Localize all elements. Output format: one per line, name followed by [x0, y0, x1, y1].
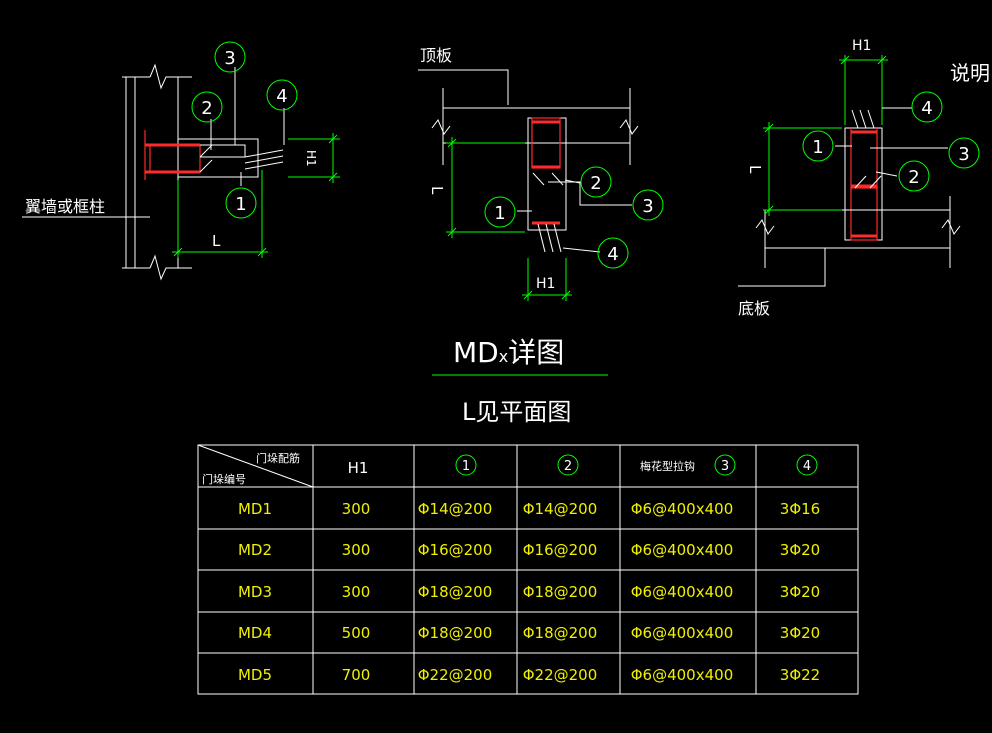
- corner-top: 门垛配筋: [256, 451, 300, 465]
- cell-rebar-4: 3Φ20: [780, 541, 820, 559]
- left-detail: 翼墙或框柱 3 2 4 1 L: [22, 41, 340, 281]
- cell-h1: 300: [342, 500, 371, 518]
- cell-id: MD3: [238, 583, 272, 601]
- cell-rebar-4: 3Φ16: [780, 500, 820, 518]
- table-row: MD4 500 Φ18@200 Φ18@200 Φ6@400x400 3Φ20: [238, 624, 820, 642]
- corner-bottom: 门垛编号: [202, 472, 246, 486]
- mid-callout-4: 4: [607, 244, 618, 265]
- cell-id: MD5: [238, 666, 272, 684]
- mid-callout-1: 1: [494, 203, 505, 224]
- cell-rebar-1: Φ22@200: [418, 666, 493, 684]
- cell-h1: 700: [342, 666, 371, 684]
- wall-label: 翼墙或框柱: [25, 197, 105, 216]
- cell-hook-3: Φ6@400x400: [631, 583, 734, 601]
- cell-rebar-2: Φ18@200: [523, 583, 598, 601]
- title-subtitle: L见平面图: [462, 398, 571, 426]
- header-hook: 梅花型拉钩: [640, 459, 695, 473]
- mid-callout-3: 3: [642, 196, 653, 217]
- cell-rebar-2: Φ16@200: [523, 541, 598, 559]
- cell-id: MD4: [238, 624, 272, 642]
- left-callout-2: 2: [201, 98, 212, 119]
- right-dim-H1: H1: [852, 38, 871, 54]
- cell-hook-3: Φ6@400x400: [631, 500, 734, 518]
- right-dim-L: L: [746, 165, 764, 174]
- table-row: MD2 300 Φ16@200 Φ16@200 Φ6@400x400 3Φ20: [238, 541, 820, 559]
- top-slab-label: 顶板: [420, 46, 452, 65]
- header-2: 2: [564, 459, 572, 474]
- table-row: MD3 300 Φ18@200 Φ18@200 Φ6@400x400 3Φ20: [238, 583, 820, 601]
- cell-h1: 300: [342, 583, 371, 601]
- title-main: MDx详图: [453, 336, 564, 369]
- header-4: 4: [803, 459, 811, 474]
- cell-rebar-2: Φ22@200: [523, 666, 598, 684]
- cell-rebar-4: 3Φ20: [780, 624, 820, 642]
- right-callout-4: 4: [921, 98, 932, 119]
- left-callout-1: 1: [235, 194, 246, 215]
- note-label: 说明:: [950, 61, 992, 85]
- right-callout-2: 2: [908, 167, 919, 188]
- mid-dim-H1: H1: [536, 276, 555, 292]
- bottom-slab-label: 底板: [738, 299, 770, 318]
- cell-id: MD1: [238, 500, 272, 518]
- header-h1: H1: [348, 459, 369, 477]
- reinforcement-table: 门垛配筋 门垛编号 H1 1 2 梅花型拉钩 3 4 MD1 300 Φ14@200…: [197, 444, 859, 695]
- table-row: MD1 300 Φ14@200 Φ14@200 Φ6@400x400 3Φ16: [238, 500, 820, 518]
- cell-h1: 300: [342, 541, 371, 559]
- mid-dim-L: L: [428, 186, 446, 195]
- table-row: MD5 700 Φ22@200 Φ22@200 Φ6@400x400 3Φ22: [238, 666, 820, 684]
- cell-hook-3: Φ6@400x400: [631, 666, 734, 684]
- cell-rebar-1: Φ18@200: [418, 624, 493, 642]
- drawing-title: MDx详图 L见平面图: [432, 336, 608, 426]
- mid-detail: 顶板 1 2 3 4: [418, 46, 664, 301]
- mid-callout-2: 2: [590, 173, 601, 194]
- right-callout-3: 3: [958, 144, 969, 165]
- cell-id: MD2: [238, 541, 272, 559]
- cell-hook-3: Φ6@400x400: [631, 541, 734, 559]
- cell-rebar-2: Φ14@200: [523, 500, 598, 518]
- cell-h1: 500: [342, 624, 371, 642]
- header-1: 1: [462, 459, 470, 474]
- cell-rebar-2: Φ18@200: [523, 624, 598, 642]
- cell-rebar-1: Φ18@200: [418, 583, 493, 601]
- header-3: 3: [721, 459, 729, 474]
- cell-rebar-4: 3Φ20: [780, 583, 820, 601]
- cell-rebar-1: Φ14@200: [418, 500, 493, 518]
- left-dim-L: L: [212, 232, 221, 250]
- right-detail: 说明: H1 底板 4: [738, 38, 992, 318]
- cell-rebar-1: Φ16@200: [418, 541, 493, 559]
- left-callout-4: 4: [276, 86, 287, 107]
- left-dim-H1: H1: [304, 150, 318, 167]
- cell-rebar-4: 3Φ22: [780, 666, 820, 684]
- cell-hook-3: Φ6@400x400: [631, 624, 734, 642]
- left-callout-3: 3: [224, 48, 235, 69]
- right-callout-1: 1: [812, 137, 823, 158]
